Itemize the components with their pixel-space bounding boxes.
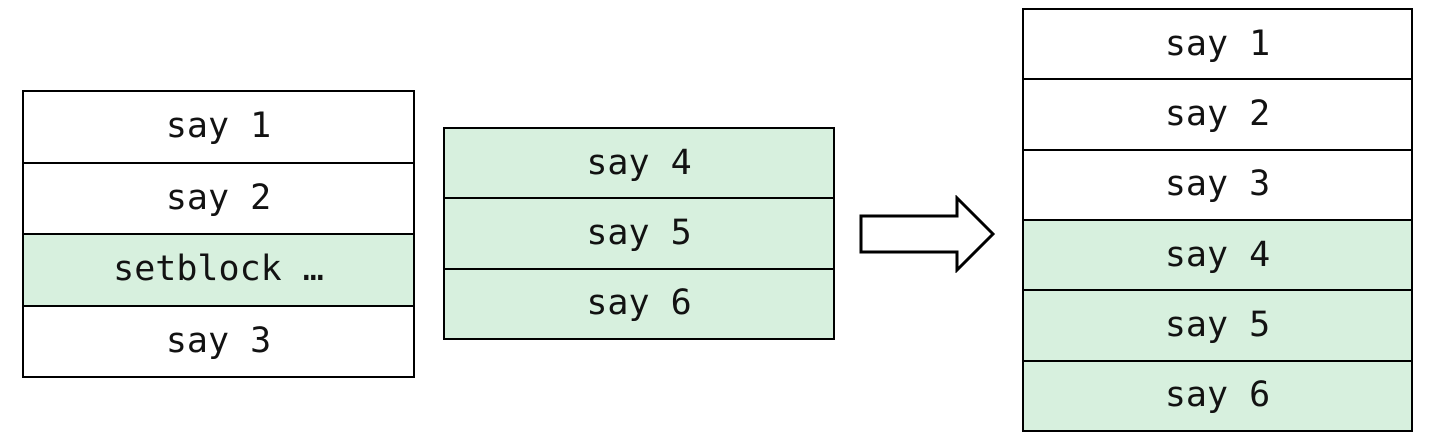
command-label: say 2	[1164, 93, 1271, 134]
command-label: say 6	[1164, 375, 1271, 416]
right-row-say-1: say 1	[1024, 10, 1411, 79]
left-command-list: say 1 say 2 setblock … say 3	[22, 90, 415, 378]
left-row-say-1: say 1	[24, 92, 413, 162]
command-label: say 6	[586, 283, 692, 324]
middle-row-say-4: say 4	[445, 129, 833, 198]
left-row-say-2: say 2	[24, 161, 413, 233]
command-label: say 4	[586, 142, 692, 183]
command-label: say 4	[1164, 234, 1271, 275]
command-label: say 5	[1164, 304, 1271, 345]
right-row-say-5: say 5	[1024, 289, 1411, 360]
right-row-say-4: say 4	[1024, 218, 1411, 290]
middle-row-say-5: say 5	[445, 197, 833, 268]
command-label: say 1	[165, 106, 272, 147]
right-row-say-6: say 6	[1024, 359, 1411, 430]
command-label: say 1	[1164, 23, 1271, 64]
command-label: say 3	[1164, 164, 1271, 205]
left-row-say-3: say 3	[24, 304, 413, 376]
middle-row-say-6: say 6	[445, 267, 833, 338]
command-label: say 3	[165, 320, 272, 361]
middle-command-list: say 4 say 5 say 6	[443, 127, 835, 340]
left-row-setblock: setblock …	[24, 233, 413, 305]
command-label: setblock …	[113, 249, 324, 290]
right-row-say-2: say 2	[1024, 78, 1411, 149]
command-label: say 2	[165, 177, 272, 218]
right-row-say-3: say 3	[1024, 148, 1411, 219]
command-label: say 5	[586, 212, 692, 253]
right-command-list: say 1 say 2 say 3 say 4 say 5 say 6	[1022, 8, 1413, 432]
right-block-arrow-icon	[858, 194, 998, 274]
